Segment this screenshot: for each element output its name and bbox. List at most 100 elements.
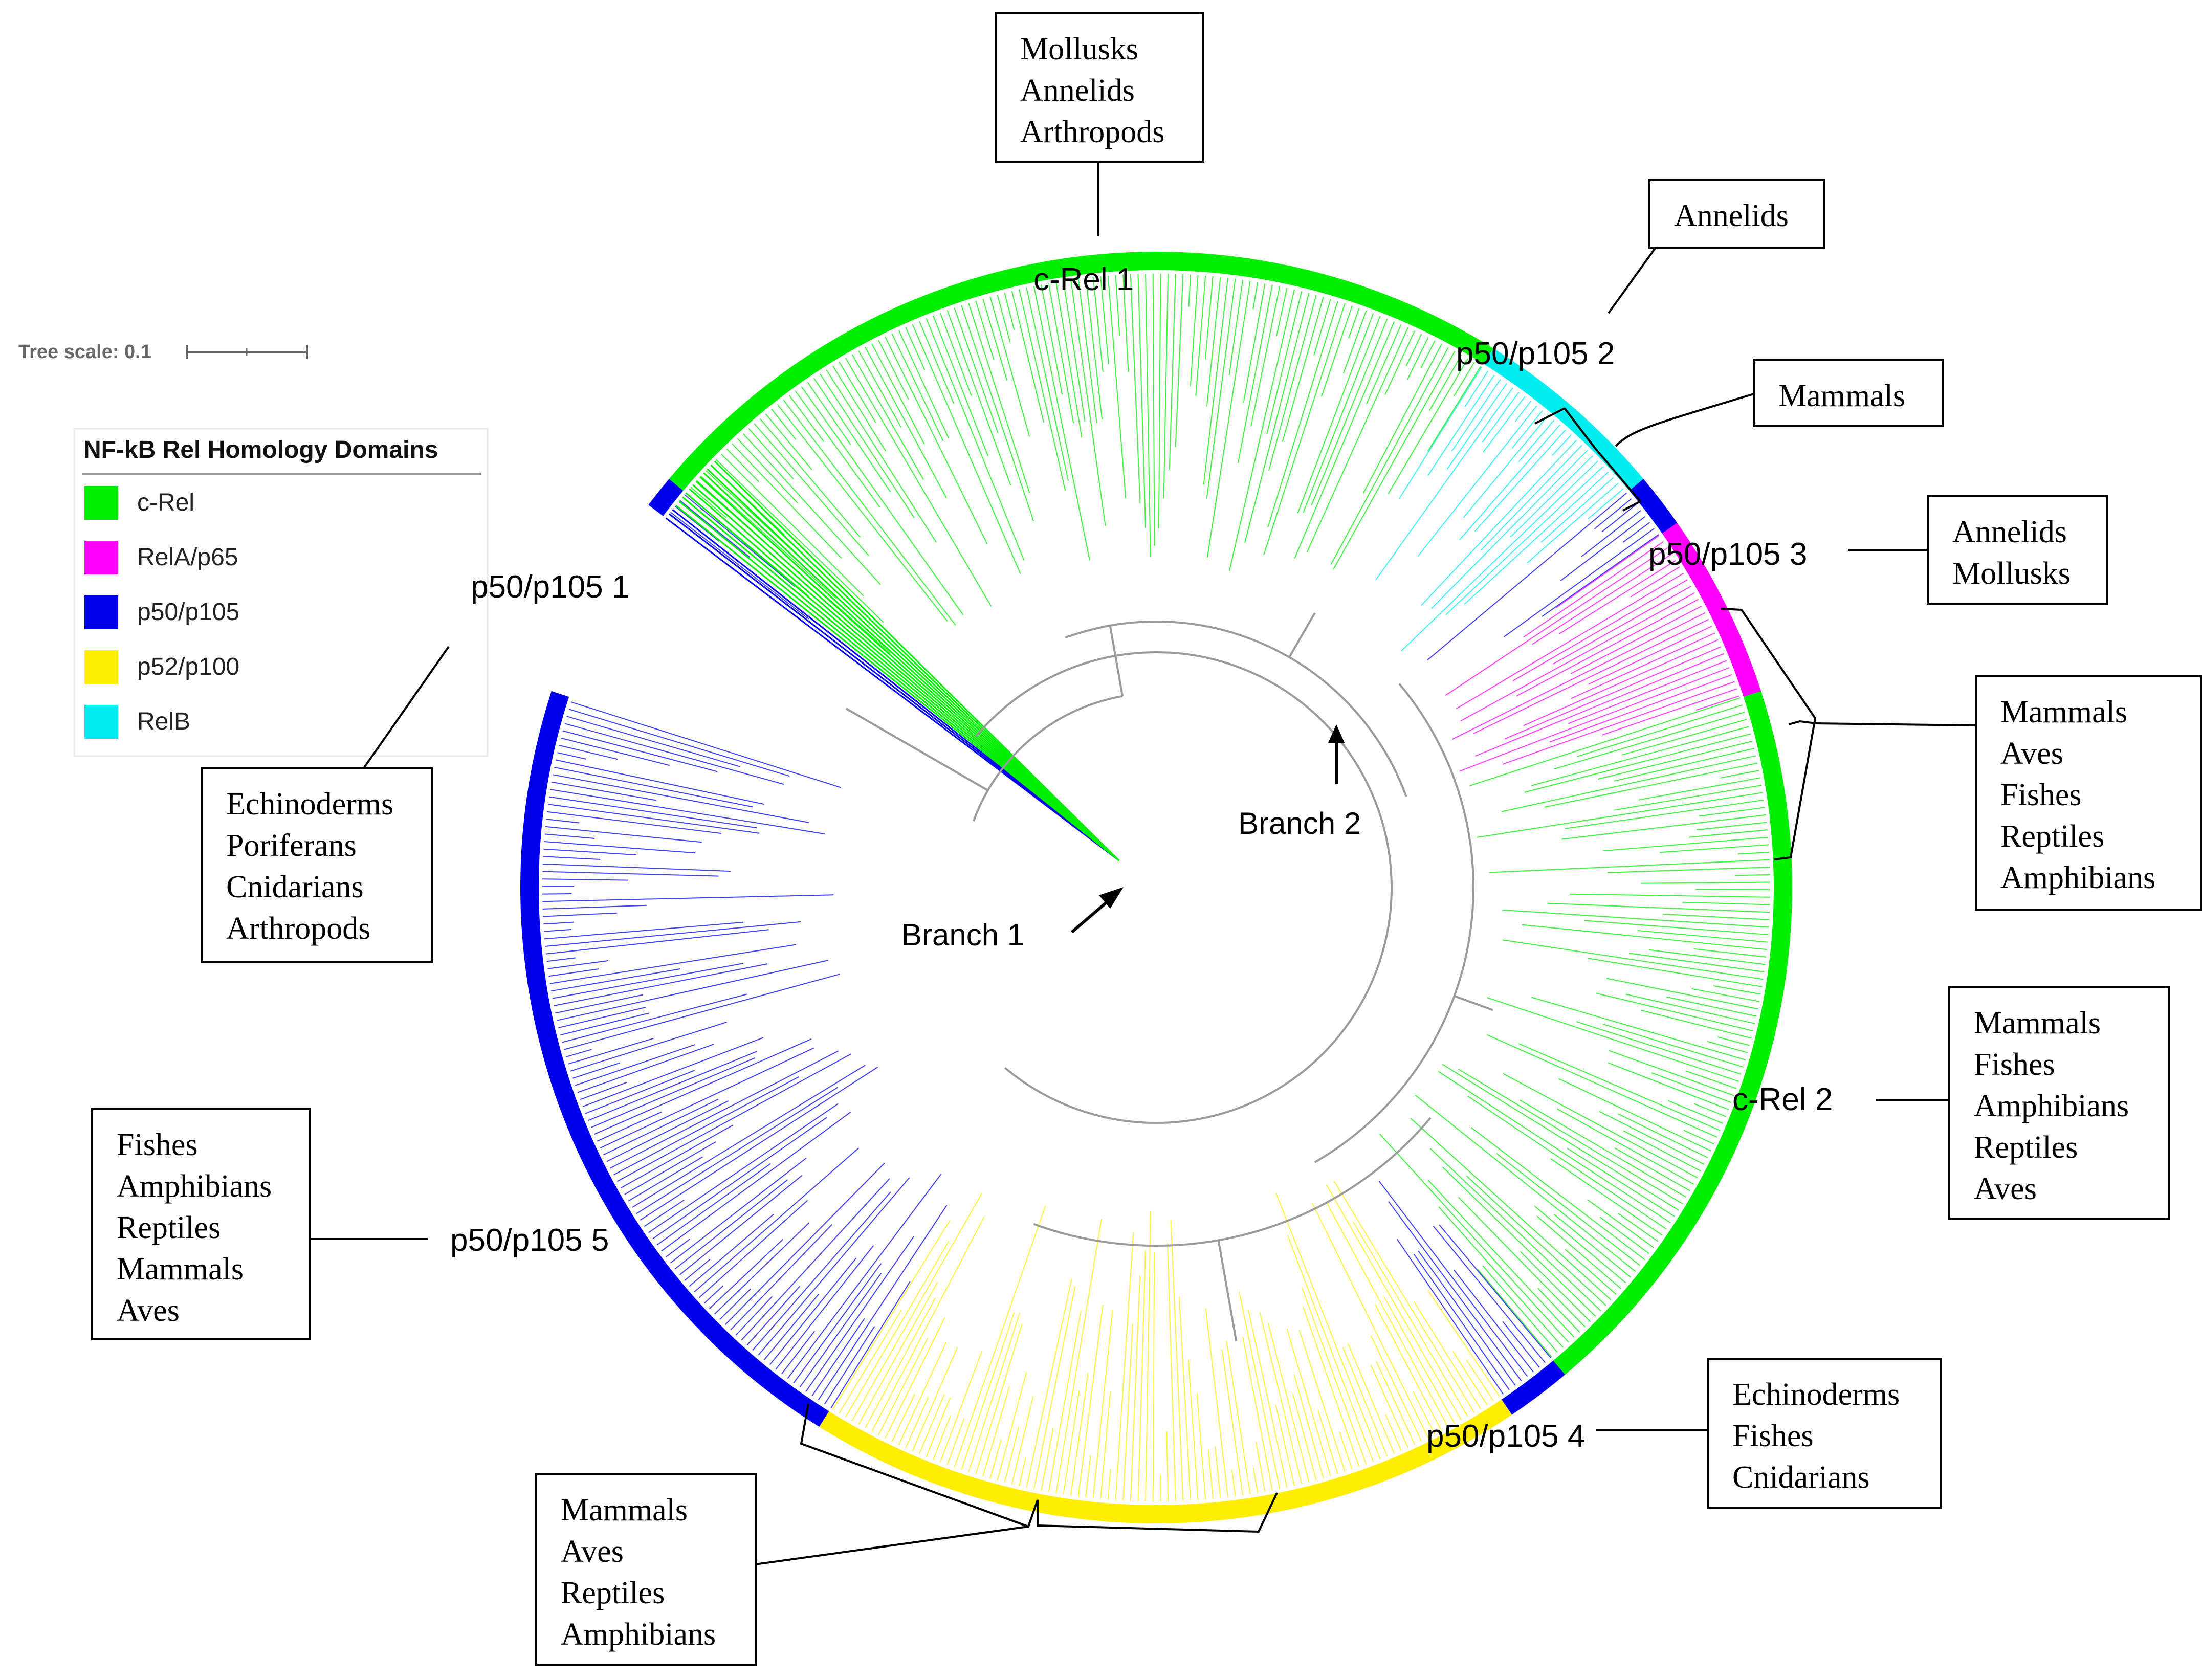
tip-branch	[735, 1296, 773, 1336]
tip-branch	[1597, 740, 1753, 780]
tip-branch	[1554, 1214, 1631, 1278]
tip-branch	[1453, 362, 1475, 397]
tip-branch	[1512, 579, 1688, 681]
tip-branch	[933, 1415, 951, 1460]
connector-rela	[1788, 720, 1976, 726]
tip-branch	[765, 413, 812, 470]
tip-branch	[1122, 274, 1129, 372]
tip-branch	[891, 333, 944, 441]
backbone-branch	[1109, 625, 1124, 697]
tip-branch	[820, 373, 915, 518]
tip-branch	[1638, 777, 1760, 801]
tip-branch	[1048, 1311, 1082, 1492]
tip-branch	[557, 960, 829, 1021]
tip-branch	[1152, 273, 1155, 546]
tip-branch	[1406, 337, 1429, 380]
taxa-line: Poriferans	[226, 828, 357, 863]
tip-branch	[1263, 303, 1346, 555]
tip-branch	[1469, 697, 1741, 786]
tip-branch	[1320, 305, 1353, 397]
taxa-line: Reptiles	[561, 1576, 665, 1610]
tip-branch	[982, 298, 1008, 381]
tip-branch	[742, 433, 881, 585]
taxa-line: Mollusks	[1952, 556, 2071, 591]
tip-branch	[1606, 978, 1758, 1010]
tip-branch	[610, 1050, 839, 1169]
backbone-branch	[1288, 612, 1316, 658]
tip-branch	[1019, 289, 1066, 491]
tip-branch	[1242, 1337, 1273, 1491]
tip-branch	[1011, 1396, 1034, 1485]
tip-branch	[1693, 948, 1767, 958]
tip-branch	[1145, 274, 1151, 557]
clade-label-p105-4: p50/p105 4	[1426, 1419, 1585, 1454]
tip-branch	[946, 1418, 965, 1465]
tip-branch	[832, 1220, 951, 1410]
taxa-line: Arthropods	[226, 911, 370, 946]
branch1-wedge	[692, 484, 1120, 861]
tip-branch	[591, 1057, 755, 1128]
tip-branch	[1458, 1197, 1586, 1328]
tip-branch	[1190, 275, 1199, 387]
tip-branch	[1553, 712, 1745, 770]
tip-branch	[926, 1397, 951, 1457]
tip-branch	[1206, 277, 1221, 407]
tip-branch	[1427, 1290, 1500, 1397]
tip-branch	[628, 1156, 703, 1202]
tip-branch	[542, 878, 629, 881]
tip-branch	[1259, 1312, 1303, 1485]
branch2-label: Branch 2	[1238, 806, 1361, 841]
tip-branch	[1166, 1243, 1176, 1501]
taxa-line: Mammals	[1778, 379, 1905, 413]
tip-branch	[632, 1065, 866, 1208]
taxa-box-p105-1: EchinodermsPoriferansCnidariansArthropod…	[201, 767, 433, 963]
tip-branch	[1244, 293, 1310, 543]
tip-branch	[788, 395, 825, 442]
clade-label-p105-2: p50/p105 2	[1456, 336, 1615, 371]
tip-branch	[1439, 1224, 1552, 1358]
tip-branch	[1063, 280, 1086, 422]
tip-branch	[1480, 445, 1582, 551]
branch1-wedge	[689, 488, 1120, 861]
tip-branch	[1518, 419, 1555, 462]
tip-branch	[1720, 770, 1759, 779]
tip-branch	[724, 1162, 885, 1325]
tip-branch	[1459, 667, 1730, 772]
tip-branch	[865, 1297, 936, 1429]
tip-branch	[700, 475, 836, 599]
tip-branch	[1617, 1113, 1708, 1158]
tip-branch	[1306, 327, 1408, 553]
legend-item-label: RelA/p65	[137, 544, 238, 571]
tip-branch	[1565, 799, 1764, 829]
tip-branch	[1607, 867, 1770, 873]
tip-branch	[1275, 1193, 1381, 1460]
tip-branch	[1630, 566, 1680, 598]
taxa-line: Aves	[561, 1534, 624, 1569]
tip-branch	[1527, 482, 1619, 564]
tip-branch	[543, 912, 618, 917]
tip-branch	[1682, 901, 1770, 905]
tip-branch	[542, 904, 647, 910]
legend: NF-kB Rel Homology Domains c-RelRelA/p65…	[73, 428, 489, 757]
tip-branch	[741, 1178, 890, 1341]
tip-branch	[1697, 822, 1767, 831]
taxa-line: Amphibians	[561, 1617, 716, 1652]
tip-branch	[1552, 434, 1572, 456]
tree-scale: Tree scale: 0.1	[18, 341, 308, 363]
tip-branch	[1652, 1072, 1732, 1103]
tip-branch	[1196, 1393, 1206, 1500]
tip-branch	[1311, 318, 1388, 505]
backbone-arc	[975, 651, 1393, 1124]
tip-branch	[1581, 510, 1641, 557]
tip-branch	[1239, 1291, 1281, 1489]
tip-branch	[1252, 1468, 1259, 1493]
taxa-line: Echinoderms	[226, 787, 393, 822]
tip-branch	[1430, 450, 1588, 609]
tip-branch	[1502, 1321, 1540, 1368]
tip-branch	[1055, 1219, 1102, 1494]
taxa-line: Aves	[117, 1293, 180, 1328]
tip-branch	[1033, 1286, 1076, 1490]
tip-branch	[763, 1294, 819, 1360]
